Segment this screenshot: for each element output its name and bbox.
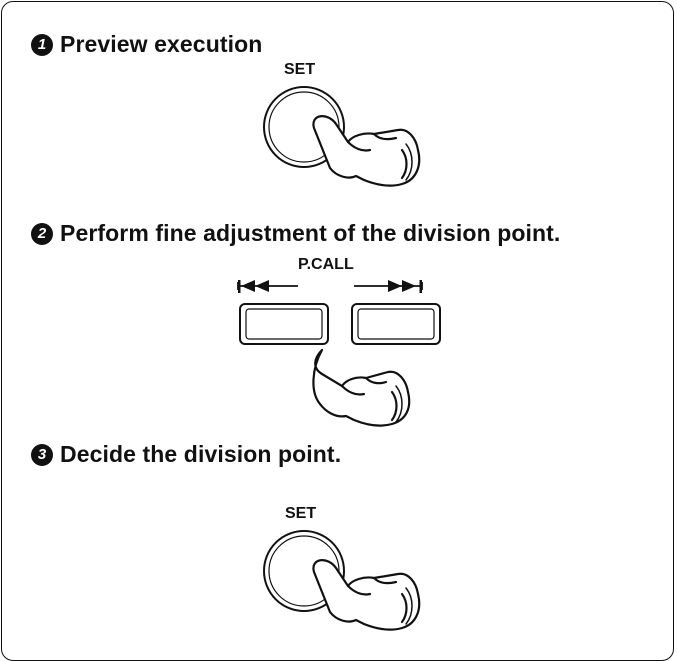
set-button-hand-icon-1 [263,86,421,187]
step-3-number: 3 [31,443,53,466]
set-button-label-1: SET [284,61,316,78]
step-1-heading: 1 Preview execution [31,31,262,58]
set-button-hand-icon-2 [263,530,421,631]
skip-previous-button [239,303,329,345]
step-2-heading: 2 Perform fine adjustment of the divisio… [31,220,560,247]
step-2-number: 2 [31,222,53,245]
hand-icon [312,348,411,427]
step-1-number: 1 [31,33,53,56]
pcall-label: P.CALL [298,256,354,273]
skip-previous-icon [238,280,269,293]
set-button-label-2: SET [285,505,317,522]
skip-next-button [351,303,441,345]
step-2-title: Perform fine adjustment of the division … [60,220,561,246]
pcall-buttons-illustration [237,280,441,427]
step-1-title: Preview execution [60,31,263,57]
step-3-title: Decide the division point. [60,441,342,467]
skip-next-icon [388,280,422,293]
hand-icon [312,115,421,187]
hand-icon [312,559,421,631]
step-3-heading: 3 Decide the division point. [31,441,341,468]
